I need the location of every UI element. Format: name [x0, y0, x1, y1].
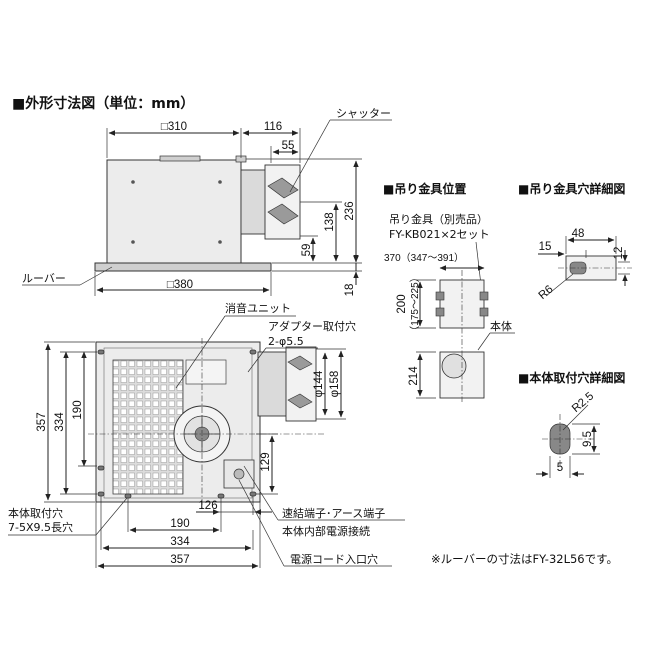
side-view: □310 116 55 シャッター 236 138 59 18 ルーバー: [22, 107, 392, 296]
hanger-hole-detail-title: ■吊り金具穴詳細図: [518, 181, 625, 196]
dim-label: 9.5: [582, 431, 594, 447]
hanger-bracket: [435, 291, 445, 301]
motor-box: [185, 359, 227, 385]
screw-mark: [131, 180, 135, 184]
hanger-hole-detail: ■吊り金具穴詳細図 48 15 12 R6: [518, 181, 632, 302]
adapter-hole-label: アダプター取付穴: [268, 319, 356, 333]
dim-label: 190: [72, 400, 84, 419]
dim-label: 129: [260, 452, 272, 471]
dim-label: 200: [396, 294, 408, 313]
dim-label: □310: [161, 121, 187, 133]
dim-label: 357: [36, 412, 48, 431]
top-bracket: [159, 155, 201, 162]
mount-hole: [97, 349, 105, 355]
mount-hole-spec: 7-5X9.5長穴: [8, 520, 73, 534]
mount-hole: [249, 491, 257, 497]
louver-label: ルーバー: [22, 272, 66, 285]
shutter-label: シャッター: [336, 107, 391, 120]
mount-hole: [97, 465, 105, 471]
dim-label: 18: [344, 284, 356, 297]
dim-label: φ158: [329, 371, 341, 398]
cord-inlet-hole: [233, 468, 245, 480]
hanger-position-title: ■吊り金具位置: [383, 181, 466, 196]
hanger-bracket: [435, 307, 445, 317]
dim-label: 116: [264, 121, 282, 133]
dim-label: R2.5: [570, 390, 596, 415]
screw-mark: [131, 240, 135, 244]
adapter-hole-spec: 2-φ5.5: [268, 335, 304, 348]
body-hole-detail: ■本体取付穴詳細図 9.5 R2.5 5: [518, 370, 625, 478]
dim-label: 190: [170, 518, 189, 530]
footnote: ※ルーバーの寸法はFY-32L56です。: [431, 552, 618, 566]
dim-label: （175～225）: [409, 272, 421, 335]
mount-hole: [249, 349, 257, 355]
silencer-grille: [112, 359, 184, 495]
hanger-bracket: [479, 291, 489, 301]
drawing-title: ■外形寸法図（単位：mm）: [12, 95, 194, 112]
duct-adapter: [240, 169, 268, 235]
dim-label: 15: [539, 241, 552, 253]
dim-label: φ144: [313, 370, 325, 397]
dim-label: 5: [557, 462, 563, 474]
body-hole-detail-title: ■本体取付穴詳細図: [518, 370, 625, 385]
dim-label: 12: [613, 247, 625, 260]
dim-label: 334: [54, 412, 66, 432]
louver-panel: [94, 262, 272, 272]
dim-label: 334: [170, 536, 190, 548]
dim-label: 48: [572, 228, 585, 240]
mount-hole: [97, 491, 105, 497]
hanger-body-label: 本体: [490, 319, 512, 333]
duct-collar: [264, 164, 301, 240]
dim-label: 236: [344, 201, 356, 220]
dim-label: 214: [408, 366, 420, 386]
hanger-part-label: 吊り金具（別売品）: [389, 212, 488, 226]
hanger-duct: [441, 353, 467, 379]
mount-hole-label: 本体取付穴: [8, 506, 63, 520]
duct-adapter-plan: [257, 351, 291, 417]
dim-label: □380: [167, 279, 193, 291]
screw-mark: [218, 180, 222, 184]
terminal-label: 速結端子･アース端子: [282, 506, 385, 520]
dim-label: 138: [324, 212, 336, 231]
plan-view: 消音ユニット アダプター取付穴 2-φ5.5 φ144 φ158 357 334…: [8, 301, 405, 569]
hanger-part-code: FY-KB021×2セット: [389, 228, 490, 241]
internal-power-label: 本体内部電源接続: [282, 524, 370, 538]
dim-label: 357: [170, 554, 189, 566]
shutter-flap: [267, 203, 299, 225]
silencer-label: 消音ユニット: [225, 301, 291, 315]
screw-mark: [218, 240, 222, 244]
cord-inlet-label: 電源コード入口穴: [290, 552, 378, 566]
hanger-bracket: [479, 307, 489, 317]
dim-label: 126: [198, 500, 217, 512]
dim-label: 59: [301, 244, 313, 257]
mount-hole: [217, 493, 225, 499]
hanger-position-view: ■吊り金具位置 吊り金具（別売品） FY-KB021×2セット 370（347～…: [383, 181, 515, 402]
shutter-flap: [267, 177, 299, 199]
dim-label: 370（347～391）: [384, 252, 464, 264]
dim-label: 55: [282, 140, 295, 152]
unit-body-side: [106, 159, 242, 265]
mount-hole: [124, 493, 132, 499]
dim-label: R6: [537, 283, 556, 302]
